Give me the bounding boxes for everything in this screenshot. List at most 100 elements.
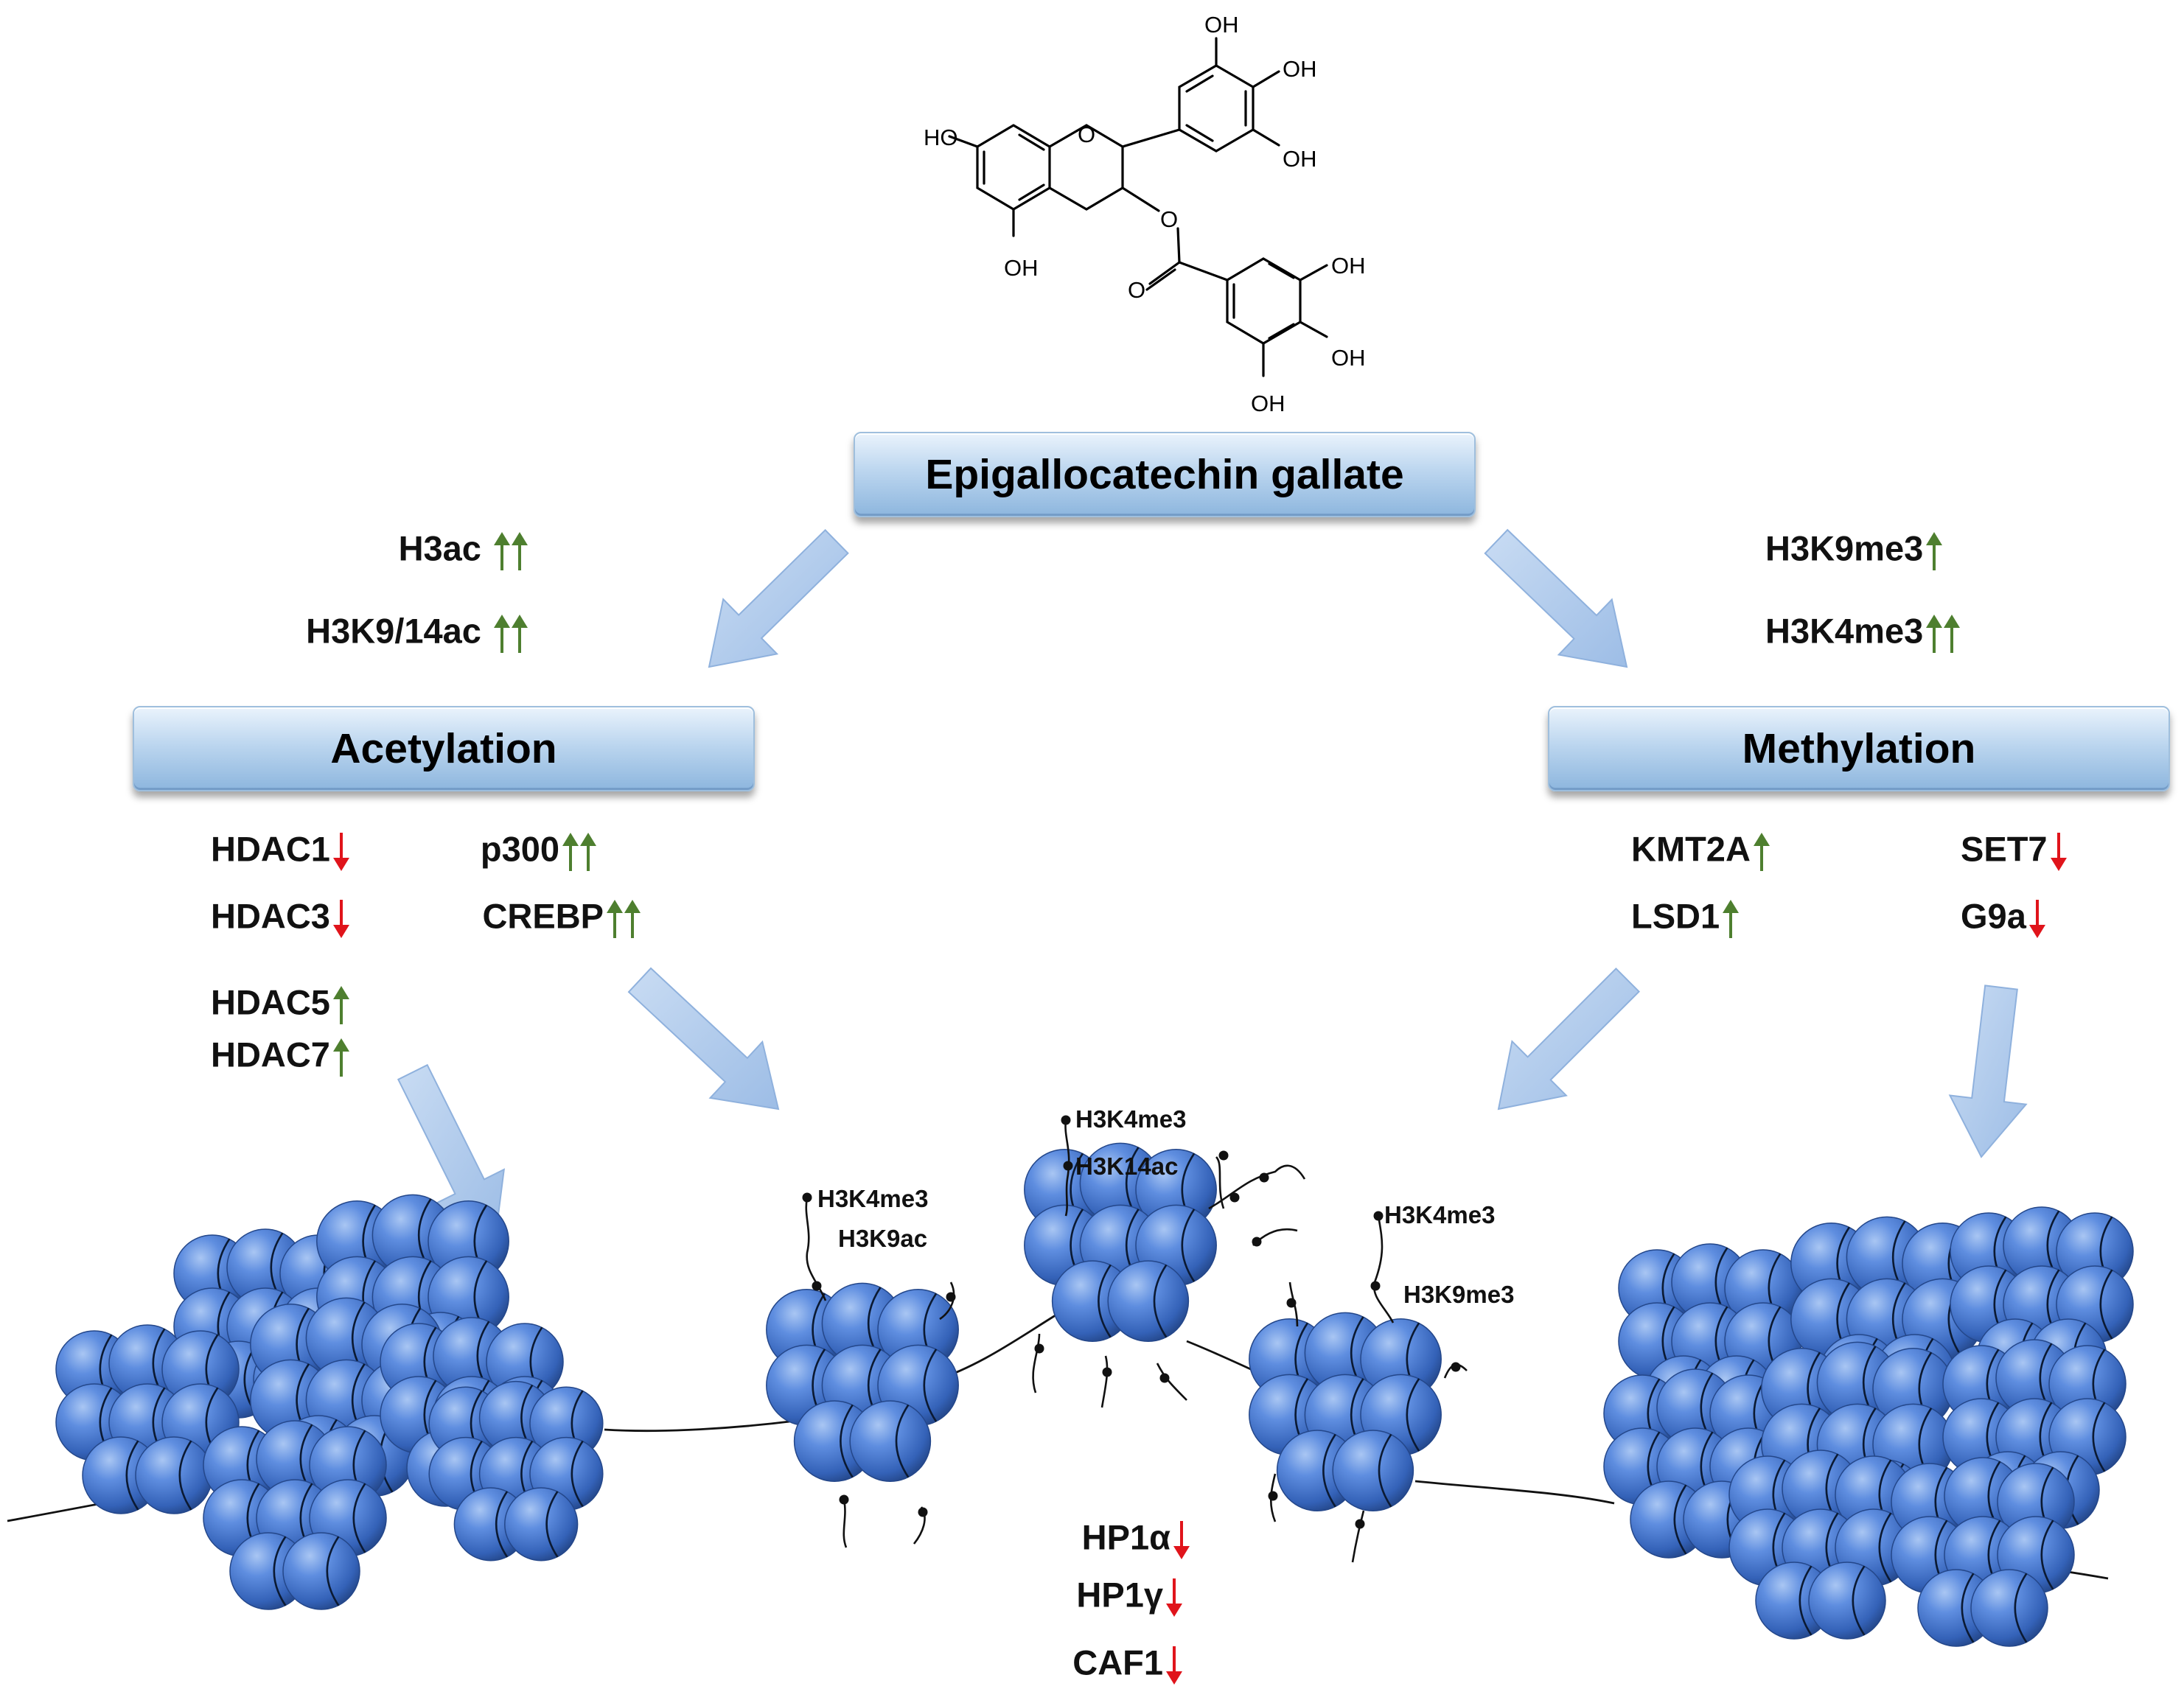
- flow-arrow-to-acetylation: [708, 528, 849, 668]
- enzyme-g9a-label: G9a: [1961, 896, 2026, 936]
- methyl-mark-h3k9me3: H3K9me3: [1765, 531, 1945, 572]
- histone-ball-59: [877, 1289, 959, 1371]
- tail-mark-9-0: [1034, 1343, 1044, 1354]
- histone-ball-64: [849, 1400, 932, 1482]
- enzyme-g9a: G9a: [1961, 898, 2048, 940]
- histone-tail-11: [1156, 1363, 1187, 1401]
- tail-mark-11-0: [1159, 1373, 1170, 1383]
- histone-ball-55: [453, 1487, 528, 1562]
- compound-box: Epigallocatechin gallate: [854, 432, 1476, 517]
- tail-mark-6-0: [1218, 1150, 1229, 1161]
- tail-mark-13-0: [1286, 1298, 1297, 1308]
- methyl-mark-h3k9me3-label: H3K9me3: [1765, 528, 1924, 568]
- tag-n1-b: H3K9ac: [838, 1225, 928, 1252]
- flow-arrow-to-methylation: [1484, 528, 1628, 668]
- atom-oh-g3: OH: [1251, 391, 1285, 416]
- methyl-mark-h3k9me3-up-arrow: [1926, 532, 1943, 570]
- tail-mark-7-0: [1229, 1192, 1240, 1203]
- enzyme-hdac5-label: HDAC5: [211, 982, 330, 1022]
- tag-n2-a: H3K4me3: [1075, 1105, 1187, 1133]
- enzyme-hdac7-up-arrow: [332, 1038, 349, 1077]
- enzyme-lsd1: LSD1: [1631, 898, 1742, 940]
- enzyme-hdac5: HDAC5: [211, 985, 352, 1026]
- protein-caf1-down-arrow: [1166, 1646, 1182, 1685]
- atom-oh-right2: OH: [1283, 146, 1317, 172]
- enzyme-hdac7: HDAC7: [211, 1037, 352, 1078]
- histone-ball-144: [1970, 1569, 2048, 1647]
- enzyme-hdac3-down-arrow: [332, 900, 349, 938]
- atom-ho-left: HO: [924, 125, 958, 150]
- acetyl-mark-h3k914ac-up-up-arrow: [494, 615, 528, 653]
- histone-tail-12: [1372, 1215, 1395, 1323]
- histone-ball-48: [282, 1532, 360, 1610]
- atom-oh-right1: OH: [1283, 56, 1317, 82]
- methyl-mark-h3k4me3-label: H3K4me3: [1765, 611, 1924, 651]
- flow-arrow-hat-to-open-chromatin: [627, 967, 780, 1111]
- histone-ball-56: [504, 1487, 579, 1562]
- protein-caf1: CAF1: [1072, 1645, 1185, 1686]
- atom-oh-top: OH: [1204, 12, 1239, 38]
- egcg-structure: [948, 37, 1328, 377]
- enzyme-g9a-down-arrow: [2028, 900, 2045, 938]
- atom-oh-g2: OH: [1331, 345, 1366, 371]
- acetylation-box: Acetylation: [133, 706, 755, 791]
- tail-mark-1-1: [812, 1281, 822, 1291]
- enzyme-set7-label: SET7: [1961, 829, 2048, 869]
- histone-tail-9: [1032, 1333, 1041, 1393]
- protein-caf1-label: CAF1: [1072, 1643, 1163, 1682]
- histone-tail-7: [1208, 1164, 1306, 1210]
- enzyme-crebp: CREBP: [482, 898, 643, 940]
- methylation-title: Methylation: [1742, 725, 1976, 772]
- tail-mark-5-1: [1063, 1161, 1073, 1171]
- atom-oh-bottom: OH: [1004, 255, 1039, 281]
- tail-mark-12-0: [1373, 1211, 1384, 1221]
- tail-mark-5-0: [1061, 1115, 1071, 1125]
- protein-hp1g-label: HP1γ: [1076, 1575, 1163, 1615]
- atom-o-ester: O: [1160, 206, 1179, 232]
- enzyme-kmt2a: KMT2A: [1631, 831, 1773, 873]
- atom-o-ring: O: [1078, 122, 1096, 147]
- enzyme-lsd1-label: LSD1: [1631, 896, 1720, 936]
- enzyme-hdac3-label: HDAC3: [211, 896, 330, 936]
- acetyl-mark-h3ac-up-up-arrow: [494, 532, 528, 570]
- tail-mark-1-0: [802, 1192, 812, 1203]
- protein-hp1a: HP1α: [1082, 1520, 1193, 1561]
- histone-tail-6: [1215, 1156, 1225, 1209]
- enzyme-hdac7-label: HDAC7: [211, 1035, 330, 1074]
- atom-oh-g1: OH: [1331, 253, 1366, 279]
- histone-ball-80: [1332, 1430, 1414, 1511]
- methylation-box: Methylation: [1548, 706, 2170, 791]
- enzyme-kmt2a-up-arrow: [1753, 833, 1770, 871]
- acetyl-mark-h3k914ac: H3K9/14ac: [306, 613, 531, 654]
- histone-ball-72: [1107, 1260, 1190, 1342]
- histone-tail-10: [1100, 1355, 1109, 1408]
- histone-ball-79: [1276, 1430, 1358, 1511]
- tag-n3-a: H3K4me3: [1384, 1201, 1496, 1228]
- enzyme-set7-down-arrow: [2050, 833, 2067, 871]
- tail-mark-16-0: [1355, 1519, 1365, 1529]
- histone-tails: [802, 1115, 1468, 1563]
- acetyl-mark-h3k914ac-label: H3K9/14ac: [306, 611, 481, 651]
- protein-hp1a-label: HP1α: [1081, 1517, 1171, 1557]
- histone-ball-71: [1051, 1260, 1134, 1342]
- tail-mark-10-0: [1102, 1367, 1112, 1377]
- nucleosome-clusters: [55, 1142, 2134, 1647]
- methyl-mark-h3k4me3-up-up-arrow: [1926, 615, 1961, 653]
- acetyl-mark-h3ac-label: H3ac: [398, 528, 481, 568]
- tail-mark-3-0: [839, 1494, 849, 1505]
- acetylation-title: Acetylation: [330, 725, 557, 772]
- compound-name: Epigallocatechin gallate: [925, 451, 1404, 498]
- enzyme-hdac3: HDAC3: [211, 898, 352, 940]
- histone-ball-136: [1808, 1562, 1886, 1640]
- tail-mark-8-0: [1252, 1237, 1262, 1247]
- tail-mark-4-0: [918, 1507, 928, 1517]
- tag-n3-b: H3K9me3: [1403, 1281, 1515, 1308]
- acetyl-mark-h3ac: H3ac: [399, 531, 531, 572]
- enzyme-kmt2a-label: KMT2A: [1631, 829, 1751, 869]
- protein-hp1g-down-arrow: [1166, 1578, 1182, 1617]
- tail-mark-7-1: [1259, 1172, 1269, 1183]
- histone-tail-16: [1351, 1510, 1365, 1563]
- enzyme-p300-label: p300: [480, 829, 559, 869]
- tag-n1-a: H3K4me3: [817, 1185, 929, 1212]
